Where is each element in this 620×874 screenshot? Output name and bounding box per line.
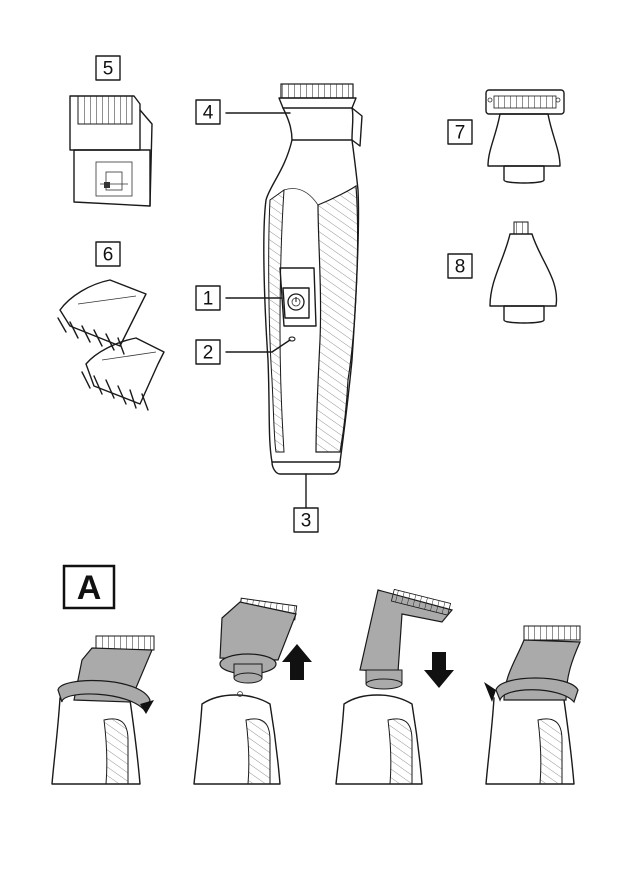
fixed-comb-large [57,279,147,355]
svg-text:8: 8 [455,257,466,278]
label-1: 1 [195,285,221,311]
label-8: 8 [447,253,473,279]
button-housing [279,267,317,327]
label-4: 4 [195,99,221,125]
main-blade [280,83,354,99]
svg-text:1: 1 [203,289,214,310]
adjustable-comb [69,95,153,207]
svg-text:3: 3 [301,511,312,532]
arrow-up-icon [282,644,312,680]
step-a-push-down [335,588,454,785]
fixed-comb-small [81,337,165,411]
label-6: 6 [95,241,121,267]
svg-text:6: 6 [103,245,114,266]
svg-text:2: 2 [203,343,214,364]
body-shaver-attachment [485,89,565,184]
label-7: 7 [447,119,473,145]
svg-text:5: 5 [103,59,114,80]
svg-text:4: 4 [203,103,214,124]
arrow-down-icon [424,652,454,688]
svg-text:7: 7 [455,123,466,144]
label-5: 5 [95,55,121,81]
svg-text:A: A [77,569,102,607]
step-a-remove-rotate [51,635,155,785]
step-a-pull-up [193,597,312,785]
nose-trimmer-attachment [489,221,558,324]
main-trimmer [263,83,363,475]
callout-lines [225,112,307,509]
label-3: 3 [293,507,319,533]
step-a-attach-rotate [484,625,581,785]
rotate-arrow-reverse-icon [495,677,579,704]
label-2: 2 [195,339,221,365]
step-a-label: A [62,564,116,610]
